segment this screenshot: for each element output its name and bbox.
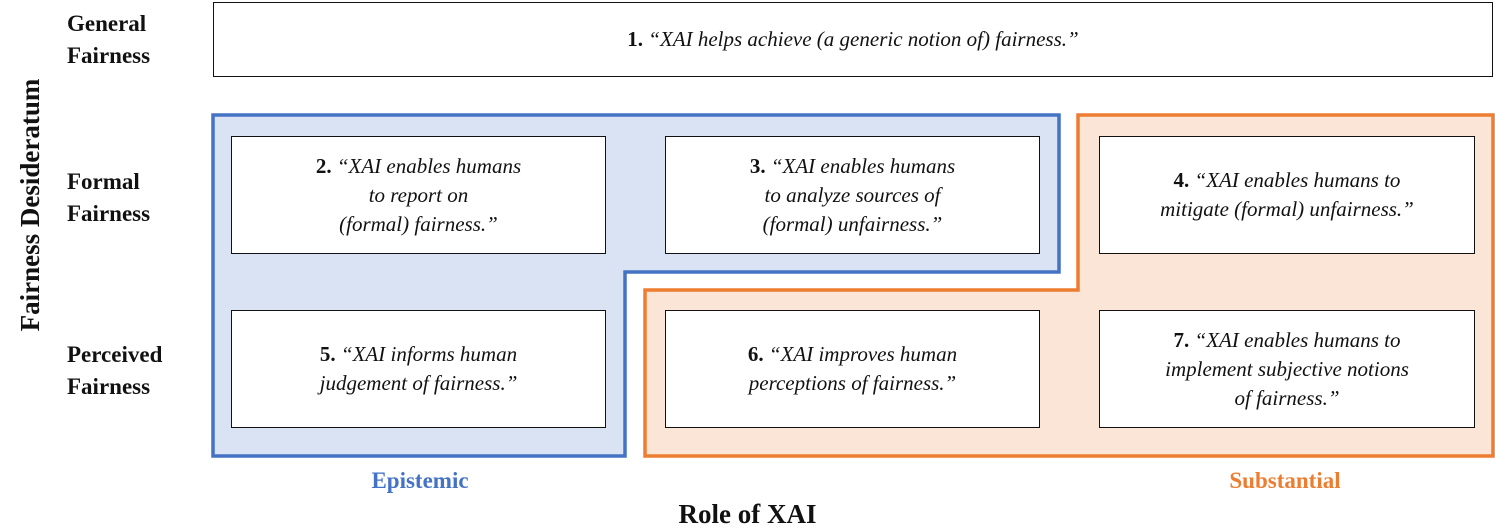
row-label-line: Formal (67, 169, 140, 194)
desideratum-box-1: 1. “XAI helps achieve (a generic notion … (213, 2, 1493, 77)
box-text: “XAI enables humans to implement subject… (1165, 327, 1409, 410)
box-number: 1. (627, 27, 644, 51)
row-label-perceived: Perceived Fairness (67, 339, 162, 403)
row-label-line: Fairness (67, 374, 151, 399)
box-number: 3. (749, 153, 766, 178)
box-text: “XAI enables humans to analyze sources o… (762, 153, 956, 236)
box-number: 4. (1173, 168, 1190, 192)
box-number: 2. (315, 153, 332, 178)
row-label-line: Fairness (67, 201, 151, 226)
box-number: 7. (1173, 327, 1190, 352)
desideratum-box-2: 2. “XAI enables humans to report on (for… (231, 136, 606, 254)
desideratum-box-4: 4. “XAI enables humans to mitigate (form… (1099, 136, 1475, 254)
box-text: “XAI improves human perceptions of fairn… (748, 342, 958, 395)
row-label-general: General Fairness (67, 8, 150, 72)
row-label-line: General (67, 11, 147, 36)
x-axis-title: Role of XAI (678, 499, 817, 529)
box-text: “XAI enables humans to mitigate (formal)… (1160, 168, 1414, 221)
desideratum-box-7: 7. “XAI enables humans to implement subj… (1099, 310, 1475, 428)
box-text: “XAI informs human judgement of fairness… (319, 342, 518, 395)
row-label-line: Fairness (67, 43, 151, 68)
box-text: “XAI helps achieve (a generic notion of)… (648, 27, 1079, 51)
column-label-epistemic: Epistemic (371, 468, 469, 493)
box-number: 5. (319, 342, 336, 366)
row-label-line: Perceived (67, 342, 163, 367)
box-number: 6. (747, 342, 764, 366)
row-label-formal: Formal Fairness (67, 166, 150, 230)
desideratum-box-5: 5. “XAI informs human judgement of fairn… (231, 310, 606, 428)
column-label-substantial: Substantial (1229, 468, 1341, 493)
box-text: “XAI enables humans to report on (formal… (336, 153, 522, 236)
desideratum-box-6: 6. “XAI improves human perceptions of fa… (665, 310, 1040, 428)
desideratum-box-3: 3. “XAI enables humans to analyze source… (665, 136, 1040, 254)
